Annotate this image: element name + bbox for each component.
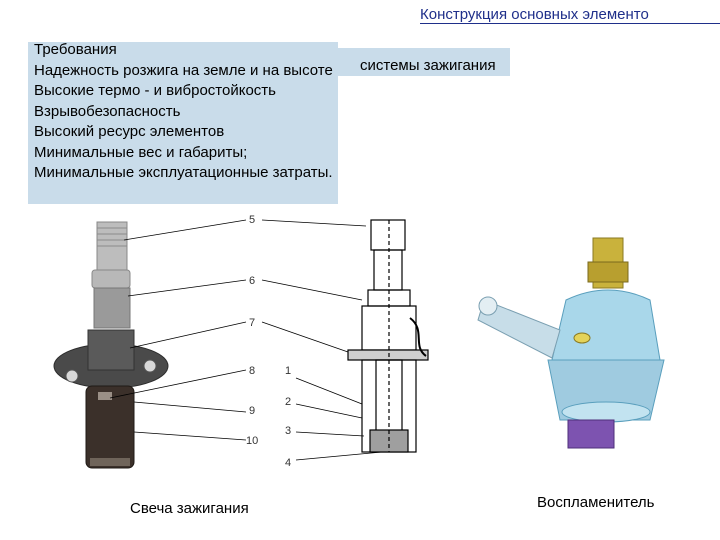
requirements-heading: Требования [34, 41, 117, 58]
subtitle-highlight [338, 48, 510, 76]
requirement-item: Надежность розжига на земле и на высоте [34, 61, 333, 79]
callout-7: 7 [249, 317, 255, 329]
slide-subtitle: системы зажигания [360, 57, 496, 74]
requirement-item: Высокие термо - и вибростойкость [34, 82, 276, 99]
callout-1: 1 [285, 365, 291, 377]
callout-8: 8 [249, 365, 255, 377]
callout-10: 10 [246, 435, 258, 447]
slide-title: Конструкция основных элементо [420, 6, 720, 24]
callout-3: 3 [285, 425, 291, 437]
spark-plug-section-diagram [347, 219, 429, 453]
requirements-list: Требования Надежность розжига на земле и… [34, 40, 333, 184]
callout-2: 2 [285, 396, 291, 408]
igniter-image [477, 237, 665, 449]
requirement-item: Взрывобезопасность [34, 102, 181, 120]
igniter-caption: Воспламенитель [537, 494, 655, 511]
requirement-item: Минимальные эксплуатационные затраты. [34, 164, 333, 181]
spark-plug-image [53, 221, 169, 469]
requirement-item: Высокий ресурс элементов [34, 123, 225, 140]
callout-numbers: 5 6 7 8 9 10 1 2 3 4 [246, 214, 291, 469]
spark-plug-caption: Свеча зажигания [130, 500, 249, 517]
callout-4: 4 [285, 457, 291, 469]
callout-leaders [109, 219, 383, 461]
requirement-item: Минимальные вес и габариты; [34, 143, 248, 161]
callout-9: 9 [249, 405, 255, 417]
callout-5: 5 [249, 214, 255, 226]
callout-6: 6 [249, 275, 255, 287]
requirements-highlight [28, 42, 338, 204]
